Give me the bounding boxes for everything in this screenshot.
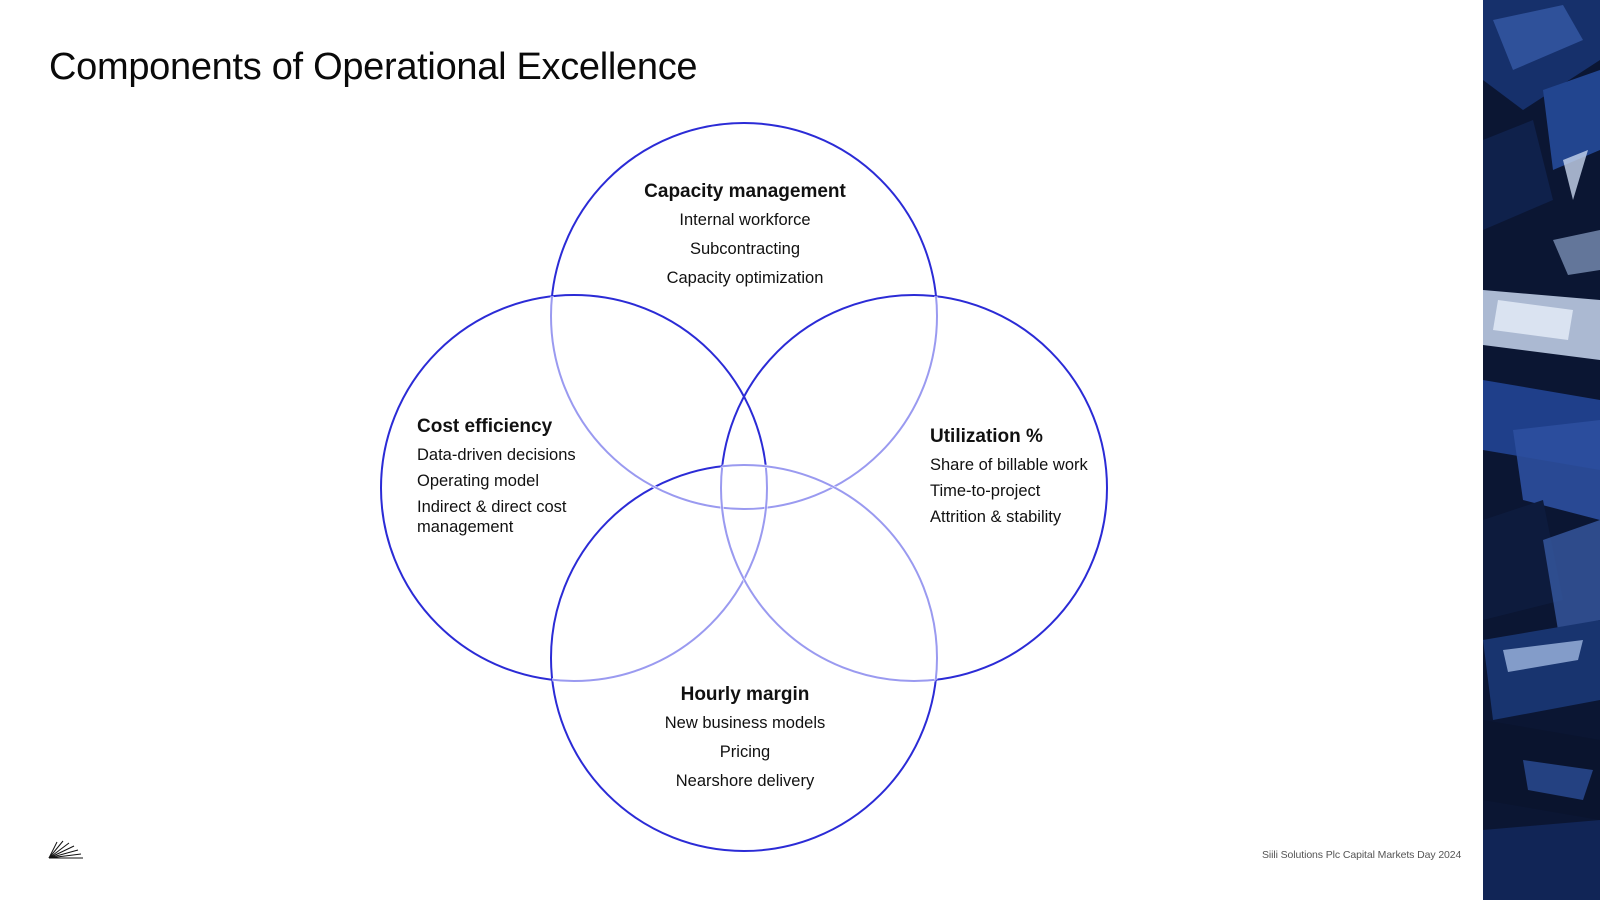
circle-item: Attrition & stability (930, 507, 1100, 527)
circle-item: Capacity optimization (610, 268, 880, 288)
footer-text: Siili Solutions Plc Capital Markets Day … (1262, 849, 1461, 861)
circle-heading: Utilization % (930, 425, 1100, 449)
circle-item: Pricing (610, 742, 880, 762)
hourly-margin-group: Hourly margin New business models Pricin… (610, 683, 880, 800)
circle-item: Internal workforce (610, 210, 880, 230)
circle-heading: Cost efficiency (417, 415, 587, 439)
cost-efficiency-group: Cost efficiency Data-driven decisions Op… (417, 415, 587, 543)
utilization-group: Utilization % Share of billable work Tim… (930, 425, 1100, 533)
capacity-management-group: Capacity management Internal workforce S… (610, 180, 880, 297)
circle-item: Share of billable work (930, 455, 1100, 475)
company-logo-icon (48, 840, 84, 860)
circle-item: New business models (610, 713, 880, 733)
circle-item: Subcontracting (610, 239, 880, 259)
circle-item: Data-driven decisions (417, 445, 587, 465)
circle-item: Operating model (417, 471, 587, 491)
abstract-painting-image (1483, 0, 1600, 900)
circle-heading: Hourly margin (610, 683, 880, 707)
circle-heading: Capacity management (610, 180, 880, 204)
circle-item: Indirect & direct cost management (417, 497, 587, 537)
circle-item: Nearshore delivery (610, 771, 880, 791)
circle-item: Time-to-project (930, 481, 1100, 501)
